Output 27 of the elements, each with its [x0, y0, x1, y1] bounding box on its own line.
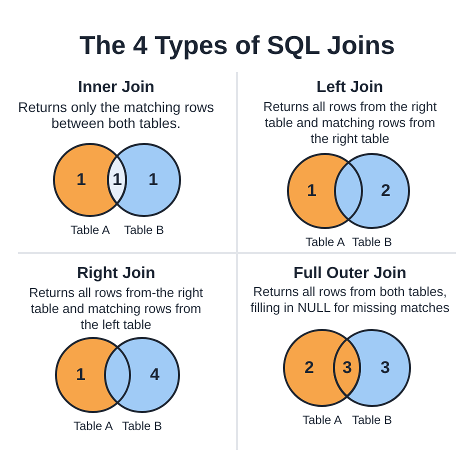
row-count: 1 — [76, 170, 86, 190]
table-label: Table A — [306, 235, 345, 250]
row-count: 3 — [380, 358, 390, 378]
join-description: Returns all rows from-the right table and matching rows from the left table — [28, 285, 204, 333]
panel-heading: Right Join — [77, 264, 156, 283]
table-label: Table A — [74, 419, 113, 434]
row-count: 1 — [148, 170, 158, 190]
table-label: Table A — [70, 223, 110, 238]
row-count: 4 — [150, 365, 160, 385]
panel-heading: Inner Join — [78, 78, 154, 97]
panel-heading: Full Outer Join — [294, 264, 406, 283]
row-count: 2 — [304, 358, 314, 378]
row-count: 2 — [381, 181, 390, 201]
join-description: Returns only the matching rows between both tables. — [17, 99, 215, 131]
table-label: Table B — [352, 413, 392, 428]
table-label: Table B — [124, 223, 164, 238]
join-description: Returns all rows from the right table and matching rows from the right table — [262, 99, 438, 147]
join-description: Returns all rows from both tables, filling in NULL for missing matches — [250, 284, 450, 316]
row-count: 1 — [112, 170, 122, 190]
table-label: Table B — [352, 235, 392, 250]
table-label: Table B — [122, 419, 162, 434]
row-count: 1 — [307, 181, 316, 201]
row-count: 1 — [76, 365, 86, 385]
panel-heading: Left Join — [316, 78, 384, 97]
row-count: 3 — [342, 358, 352, 378]
page-title: The 4 Types of SQL Joins — [80, 30, 395, 60]
table-label: Table A — [302, 413, 342, 428]
